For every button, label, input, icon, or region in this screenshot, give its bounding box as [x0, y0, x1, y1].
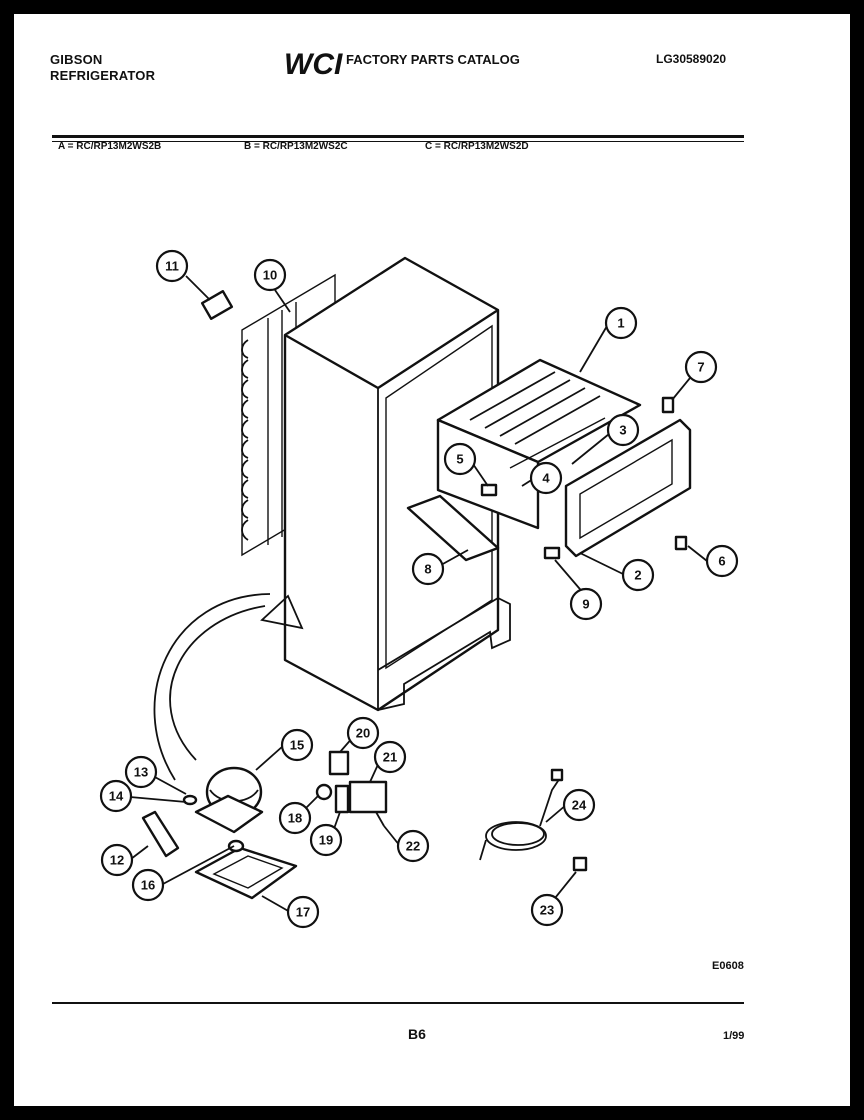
callout-5: 5	[443, 442, 477, 476]
brand-name: GIBSON	[50, 52, 103, 67]
thermostat-bracket	[480, 483, 498, 497]
refrigerator-cabinet	[283, 256, 511, 712]
callout-16: 16	[131, 868, 165, 902]
callout-19: 19	[309, 823, 343, 857]
callout-1: 1	[604, 306, 638, 340]
svg-text:17: 17	[296, 905, 310, 920]
callout-18: 18	[278, 801, 312, 835]
grommet-16	[227, 839, 245, 853]
page-number: B6	[408, 1026, 426, 1042]
callout-10: 10	[253, 258, 287, 292]
svg-text:22: 22	[406, 839, 420, 854]
header-rule-thin	[52, 141, 744, 142]
svg-text:4: 4	[542, 471, 550, 486]
catalog-number: LG30589020	[656, 52, 727, 66]
svg-text:16: 16	[141, 878, 155, 893]
mounting-part-12	[141, 810, 180, 858]
svg-text:2: 2	[634, 568, 641, 583]
cord-clamp	[572, 856, 588, 872]
diagram-code: E0608	[712, 960, 744, 972]
svg-text:1: 1	[617, 316, 624, 331]
grommet	[182, 794, 198, 806]
label-part	[200, 290, 234, 320]
wci-logo: WCI	[284, 48, 343, 80]
callout-7: 7	[684, 350, 718, 384]
svg-text:8: 8	[424, 562, 431, 577]
power-cord	[479, 768, 564, 861]
brand-block: GIBSON REFRIGERATOR	[50, 52, 155, 84]
callout-24: 24	[562, 788, 596, 822]
model-a: A = RC/RP13M2WS2B	[58, 141, 162, 152]
svg-text:19: 19	[319, 833, 333, 848]
svg-text:11: 11	[165, 259, 179, 274]
svg-text:23: 23	[540, 903, 554, 918]
callout-13: 13	[124, 755, 158, 789]
product-name: REFRIGERATOR	[50, 68, 156, 83]
callout-14: 14	[99, 779, 133, 813]
svg-text:3: 3	[619, 423, 626, 438]
hinge-bottom	[674, 535, 688, 551]
callout-8: 8	[411, 552, 445, 586]
relay-21	[348, 780, 388, 814]
callout-3: 3	[606, 413, 640, 447]
drip-tray	[406, 494, 500, 562]
callout-15: 15	[280, 728, 314, 762]
svg-text:18: 18	[288, 811, 302, 826]
clip-18	[315, 783, 333, 801]
evaporator-door	[564, 418, 692, 558]
base-pan	[194, 846, 298, 900]
callout-22: 22	[396, 829, 430, 863]
svg-text:7: 7	[697, 360, 704, 375]
svg-text:14: 14	[109, 789, 124, 804]
catalog-date: 1/99	[723, 1030, 745, 1042]
relay-20	[328, 750, 350, 776]
svg-text:20: 20	[356, 726, 370, 741]
callout-21: 21	[373, 740, 407, 774]
svg-text:6: 6	[718, 554, 725, 569]
compressor	[194, 766, 264, 834]
callout-2: 2	[621, 558, 655, 592]
callout-12: 12	[100, 843, 134, 877]
assembly-arrow	[153, 593, 271, 781]
svg-text:5: 5	[456, 452, 463, 467]
svg-text:12: 12	[110, 853, 124, 868]
latch-part	[543, 546, 561, 560]
callout-20: 20	[346, 716, 380, 750]
callout-23: 23	[530, 893, 564, 927]
svg-text:10: 10	[263, 268, 277, 283]
svg-text:13: 13	[134, 765, 148, 780]
callout-11: 11	[155, 249, 189, 283]
hinge-top	[661, 396, 675, 414]
model-c: C = RC/RP13M2WS2D	[425, 141, 529, 152]
svg-text:21: 21	[383, 750, 397, 765]
overload-19	[334, 784, 350, 814]
footer-rule	[52, 1002, 744, 1004]
callout-6: 6	[705, 544, 739, 578]
callout-9: 9	[569, 587, 603, 621]
header-rule	[52, 135, 744, 138]
callout-4: 4	[529, 461, 563, 495]
wci-logo-text: WCI	[284, 48, 343, 80]
catalog-title: FACTORY PARTS CATALOG	[346, 52, 520, 67]
model-b: B = RC/RP13M2WS2C	[244, 141, 348, 152]
svg-text:9: 9	[582, 597, 589, 612]
svg-text:15: 15	[290, 738, 304, 753]
svg-text:24: 24	[572, 798, 587, 813]
callout-17: 17	[286, 895, 320, 929]
arrow-head	[260, 594, 304, 630]
